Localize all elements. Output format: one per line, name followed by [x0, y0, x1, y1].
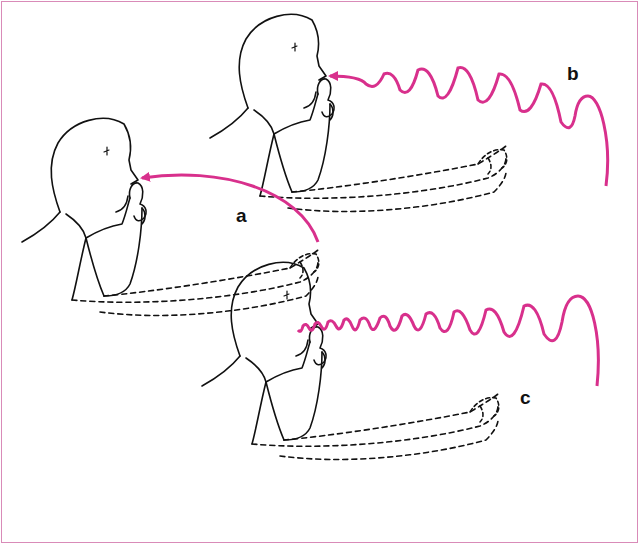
panel-letter: a [236, 206, 247, 225]
panel-letter: c [520, 388, 531, 407]
panel-letter: b [567, 64, 579, 83]
